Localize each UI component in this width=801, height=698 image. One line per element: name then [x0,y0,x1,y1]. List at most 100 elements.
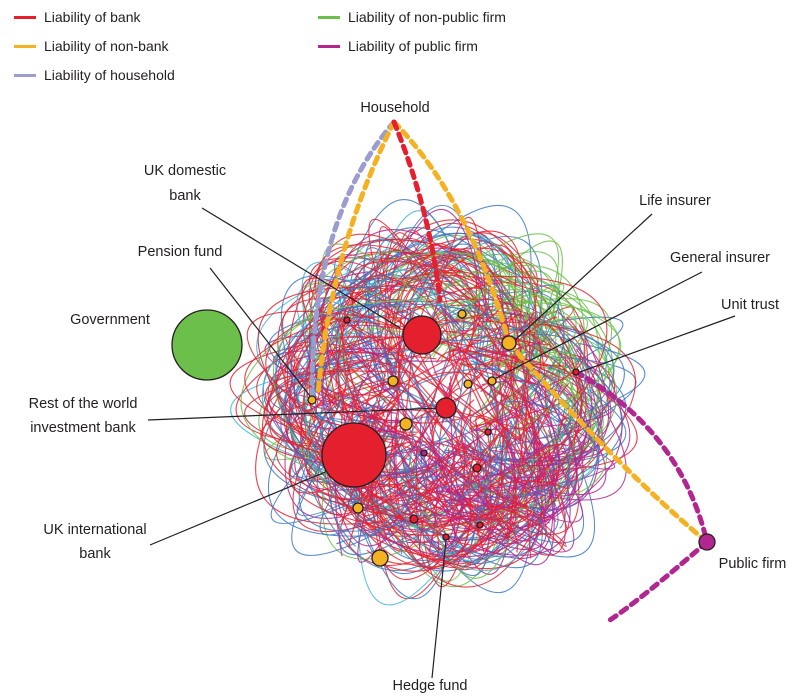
edge-household-bank [391,119,443,303]
network-edge [356,427,504,530]
node-yellow-1 [387,375,399,387]
network-edge [512,393,528,452]
network-edge [486,275,608,428]
network-edge [349,303,547,354]
network-edge [333,359,491,426]
network-edge [288,341,393,387]
network-edge [462,366,600,488]
network-edge [336,519,408,545]
node-small-2 [472,463,482,473]
label-pension-fund: Pension fund [137,244,223,260]
label-uk-domestic-bank-line1: UK domestic [143,163,227,179]
legend-item-nonpublic: Liability of non-public firm [318,9,506,25]
edge-household-life [391,119,512,346]
legend-swatch-household [14,73,36,77]
network-edge [410,233,496,367]
network-edge [341,329,446,524]
network-edge [535,336,547,404]
node-small-3 [409,514,419,524]
network-edge [413,503,550,572]
network-edge [361,407,566,532]
label-unit-trust: Unit trust [720,297,779,313]
node-yellow-3 [352,502,364,514]
network-edge [468,307,568,530]
node-layer [171,309,716,567]
node-uk-domestic-bank [402,315,442,355]
network-edge [559,431,570,529]
pointer-rest-of-world [147,407,442,421]
label-household: Household [360,100,430,116]
network-edge [474,283,565,382]
label-rest-of-world-line1: Rest of the world [28,396,138,412]
network-edge [374,250,488,390]
label-rest-of-world-line2: investment bank [30,420,136,436]
network-edge [419,343,492,497]
network-edge [480,320,636,484]
legend-label-nonbank: Liability of non-bank [44,38,169,54]
network-edge [342,316,418,516]
network-edge [425,294,555,419]
network-edge [414,204,532,350]
legend-item-household: Liability of household [14,67,175,83]
network-edge [540,348,604,489]
network-edge [410,347,445,448]
network-edge [391,406,594,545]
network-edge [330,442,458,547]
network-edge [260,375,399,472]
network-edge [354,523,526,558]
edge-unit-publicfirm [573,369,710,545]
network-edge [409,313,579,483]
node-rest-of-world [435,397,457,419]
edge-publicfirm-lower [607,539,710,623]
network-edge [471,364,599,500]
network-edge [493,319,623,506]
network-edge [453,354,499,447]
network-edge [351,257,520,418]
network-edge [364,239,454,375]
node-life-insurer [501,335,517,351]
node-public-firm [698,533,716,551]
pointer-lines [147,207,736,679]
legend-label-bank: Liability of bank [44,9,141,25]
network-edge [460,401,558,443]
node-uk-international-bank [321,422,387,488]
network-edge [470,358,558,544]
network-edge [437,483,486,503]
node-yellow-6 [463,379,473,389]
edge-life-publicfirm [506,340,710,545]
network-edge [510,296,622,429]
network-edge [335,254,521,387]
network-edge [505,314,531,540]
network-edge [504,333,582,475]
network-edge [416,368,554,416]
network-edge [355,250,523,322]
network-edge [316,285,455,430]
legend-item-public: Liability of public firm [318,38,478,54]
network-edge [321,453,422,560]
network-edge [471,233,559,354]
network-edge [506,364,532,559]
network-edge [270,425,372,524]
node-small-1 [343,316,351,324]
network-edge [453,333,587,443]
network-edge [347,483,465,504]
network-edge [261,309,411,519]
legend-swatch-nonpublic [318,15,340,19]
label-government: Government [70,312,150,328]
network-edge [386,424,595,516]
network-edge [452,351,531,425]
edge-household-nonbank [315,119,397,398]
network-edge [454,270,559,336]
legend-label-public: Liability of public firm [348,38,478,54]
network-edge [345,317,546,497]
network-edge [244,318,352,450]
label-hedge-fund: Hedge fund [392,678,468,694]
network-edge [461,458,494,475]
label-uk-domestic-bank-line2: bank [169,188,201,204]
network-edge [361,232,546,343]
network-edge [425,387,460,498]
legend-label-household: Liability of household [44,67,175,83]
node-small-5 [420,449,428,457]
highlight-edge-layer [309,119,710,623]
network-edge [246,310,375,417]
